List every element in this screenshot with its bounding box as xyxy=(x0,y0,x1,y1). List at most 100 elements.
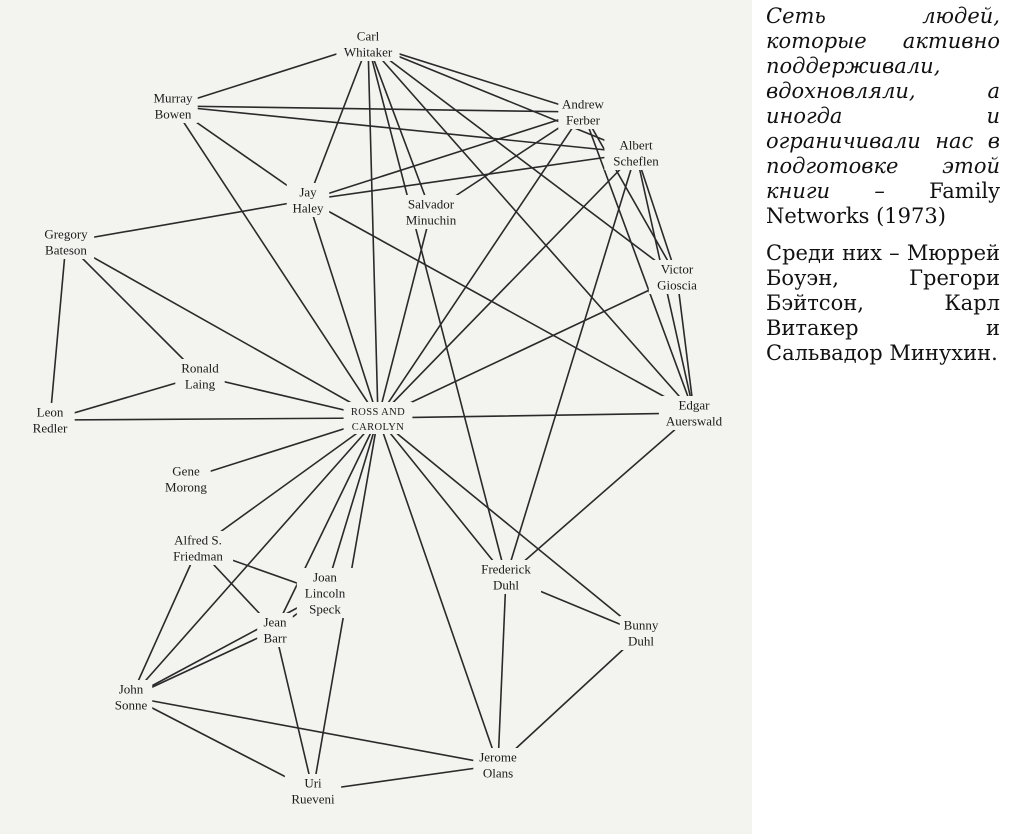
edge-center-speck xyxy=(324,417,379,594)
edge-bateson-center xyxy=(65,241,379,419)
node-label: Gioscia xyxy=(657,278,697,293)
edge-gioscia-auerswald xyxy=(676,276,695,414)
node-plate xyxy=(399,195,463,229)
edge-auerswald-fduhl xyxy=(505,412,695,578)
node-plate xyxy=(658,396,730,430)
edge-scheflen-haley xyxy=(307,152,637,201)
node-plate xyxy=(109,680,153,714)
node-label: Bowen xyxy=(155,107,192,122)
node-label: John xyxy=(119,682,144,697)
edge-speck-sonne xyxy=(130,592,326,698)
node-label: Olans xyxy=(483,766,513,781)
edge-center-sonne xyxy=(130,417,379,698)
caption-note: Среди них – Мюррей Боуэн, Грегори Бэйтсо… xyxy=(766,241,1000,365)
node-label: Frederick xyxy=(481,562,531,577)
node-label: Bateson xyxy=(45,243,87,258)
edge-ferber-gioscia xyxy=(582,111,678,278)
node-label: Edgar xyxy=(678,398,710,413)
edge-center-auerswald xyxy=(377,412,695,419)
node-label: CAROLYN xyxy=(352,422,405,433)
node-label: Uri xyxy=(304,776,322,791)
network-graph: CarlWhitakerMurrayBowenAndrewFerberAlber… xyxy=(25,27,730,808)
node-label: Sonne xyxy=(115,698,148,713)
node-plate xyxy=(470,560,542,594)
caption: Сеть людей, которые активно поддерживали… xyxy=(766,4,1000,366)
node-label: Gene xyxy=(172,464,200,479)
edge-ferber-center xyxy=(377,111,584,419)
edge-whitaker-ferber xyxy=(367,43,584,113)
edge-ferber-auerswald xyxy=(582,111,695,414)
node-plate xyxy=(473,748,523,782)
edge-haley-center xyxy=(307,199,379,419)
node-label: Whitaker xyxy=(344,45,393,60)
edge-scheflen-center xyxy=(377,152,637,419)
node-plate xyxy=(296,568,354,618)
node-label: Morong xyxy=(165,480,207,495)
nodes: CarlWhitakerMurrayBowenAndrewFerberAlber… xyxy=(25,27,730,808)
node-label: Albert xyxy=(619,138,653,153)
edge-whitaker-center xyxy=(367,43,379,419)
node-label: Haley xyxy=(292,201,324,216)
edge-whitaker-auerswald xyxy=(367,43,695,414)
node-plate xyxy=(284,774,342,808)
edge-ferber-haley xyxy=(307,111,584,201)
edge-scheflen-fduhl xyxy=(505,152,637,578)
node-label: Ronald xyxy=(181,361,219,376)
caption-italic-text: Сеть людей, которые активно поддерживали… xyxy=(766,4,1000,203)
node-plate xyxy=(619,616,663,650)
edge-barr-sonne xyxy=(130,629,276,698)
node-label: Jean xyxy=(263,615,287,630)
node-plate xyxy=(161,462,211,496)
node-label: Speck xyxy=(309,602,341,617)
edge-bowen-ferber xyxy=(172,105,584,113)
edge-bduhl-olans xyxy=(497,632,642,766)
edge-bowen-center xyxy=(172,105,379,419)
edge-bowen-scheflen xyxy=(172,105,637,154)
edge-barr-rueveni xyxy=(274,629,314,792)
node-label: Laing xyxy=(185,377,216,392)
edge-sonne-rueveni xyxy=(130,696,314,792)
edge-whitaker-fduhl xyxy=(367,43,507,578)
edge-sonne-olans xyxy=(130,696,499,766)
node-label: Murray xyxy=(154,91,193,106)
caption-source: Family Networks (1973) xyxy=(766,179,1000,228)
node-plate xyxy=(175,359,225,393)
node-label: Joan xyxy=(313,570,337,585)
edge-center-olans xyxy=(377,417,499,766)
node-plate xyxy=(148,89,198,123)
edge-whitaker-bowen xyxy=(172,43,369,107)
edge-olans-rueveni xyxy=(312,764,499,792)
node-plate xyxy=(37,225,95,259)
edge-gioscia-center xyxy=(377,276,678,419)
node-label: Bunny xyxy=(624,618,659,633)
node-label: Duhl xyxy=(628,634,654,649)
node-label: Barr xyxy=(263,631,287,646)
node-label: Friedman xyxy=(173,549,223,564)
node-label: Auerswald xyxy=(666,414,723,429)
node-label: Duhl xyxy=(493,578,519,593)
node-label: Carl xyxy=(357,29,380,44)
edges xyxy=(49,43,695,792)
edge-haley-bateson xyxy=(65,199,309,243)
edge-scheflen-gioscia xyxy=(635,152,678,278)
node-plate xyxy=(257,613,293,647)
node-label: Lincoln xyxy=(305,586,346,601)
edge-center-friedman xyxy=(197,417,379,549)
node-label: Salvador xyxy=(408,197,455,212)
caption-italic: Сеть людей, которые активно поддерживали… xyxy=(766,4,1000,229)
